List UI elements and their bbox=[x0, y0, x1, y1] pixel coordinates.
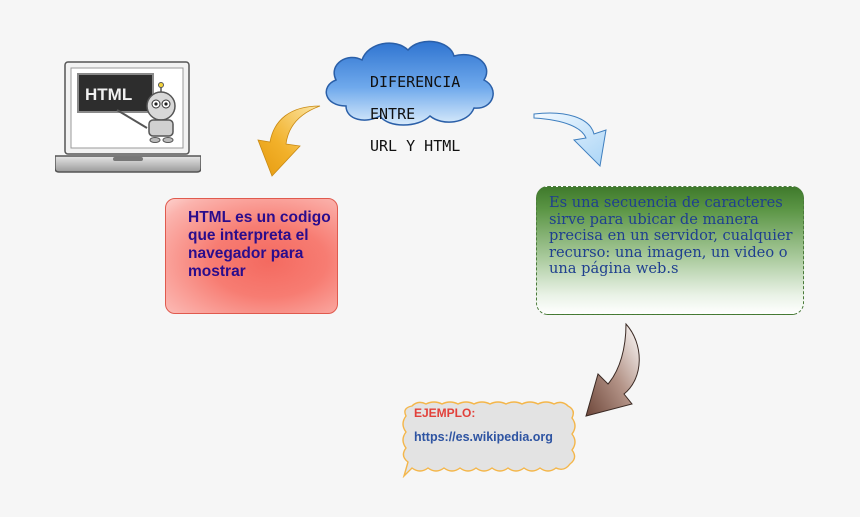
cloud-line-1: DIFERENCIA bbox=[370, 73, 461, 91]
url-definition-text: Es una secuencia de caracteres sirve par… bbox=[549, 194, 793, 278]
url-definition-box: Es una secuencia de caracteres sirve par… bbox=[536, 186, 804, 315]
cloud-line-3: URL Y HTML bbox=[370, 137, 461, 155]
example-bubble bbox=[402, 401, 576, 478]
brown-curved-arrow bbox=[585, 322, 640, 417]
html-definition-text: HTML es un codigo que interpreta el nave… bbox=[188, 209, 331, 280]
html-definition-box: HTML es un codigo que interpreta el nave… bbox=[165, 198, 338, 314]
title-cloud bbox=[325, 40, 494, 126]
example-label: EJEMPLO: bbox=[414, 406, 476, 420]
orange-curved-arrow bbox=[257, 105, 321, 177]
cloud-line-2: ENTRE bbox=[370, 105, 416, 123]
blue-curved-arrow bbox=[533, 112, 607, 168]
cloud-title: DIFERENCIA ENTRE URL Y HTML bbox=[370, 58, 460, 170]
example-url: https://es.wikipedia.org bbox=[414, 430, 553, 444]
laptop-illustration: HTML bbox=[55, 61, 201, 173]
laptop-screen-text: HTML bbox=[85, 85, 132, 104]
